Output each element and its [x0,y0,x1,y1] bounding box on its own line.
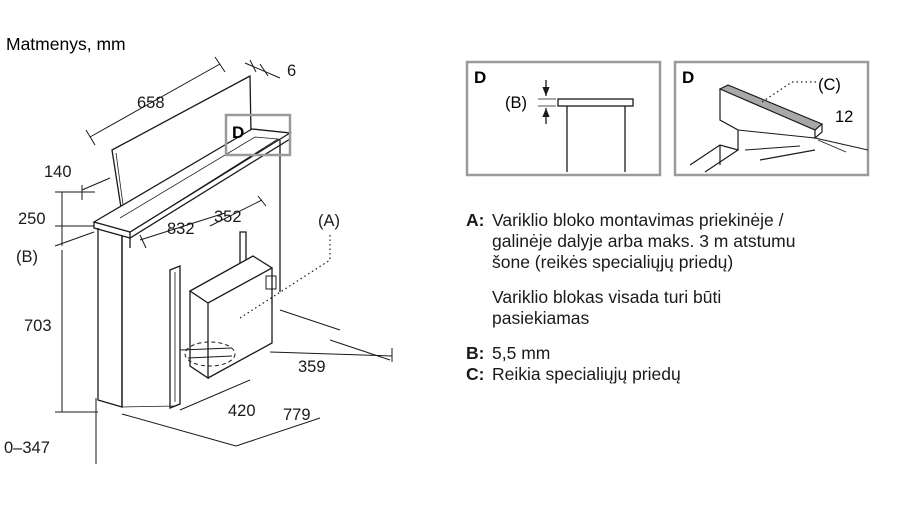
detail-d-right: D (C) 12 [673,60,870,177]
legend-c-text: Reikia specialiųjų priedų [492,364,681,384]
detail-right-d: D [682,68,694,87]
legend-c-key: C: [466,364,485,384]
dim-420: 420 [228,402,256,420]
cabinet-body [97,228,123,408]
legend-a-text: Variklio bloko montavimas priekinėje / g… [492,210,796,272]
legend-b-text: 5,5 mm [492,343,551,363]
dim-658: 658 [137,94,165,112]
dimension-texts: 6 658 140 250 832 352 703 359 420 779 0–… [4,62,340,457]
dim-779: 779 [283,406,311,424]
legend-a-note: Variklio blokas visada turi būti pasieki… [492,287,722,328]
dim-250: 250 [18,210,46,228]
legend-c: C: Reikia specialiųjų priedų [466,364,886,385]
dim-352: 352 [214,208,242,226]
hood-drawing [92,74,292,409]
detail-label-c: (C) [818,76,841,94]
dim-6: 6 [287,62,296,80]
detail-left-d: D [474,68,486,87]
legend-a: A: Variklio bloko montavimas priekinėje … [466,210,886,273]
legend-b: B: 5,5 mm [466,343,886,364]
legend-a-note-row: Variklio blokas visada turi būti pasieki… [466,287,886,329]
legend-a-key: A: [466,210,485,230]
dim-359: 359 [298,358,326,376]
detail-label-b: (B) [505,94,527,112]
dim-0-347: 0–347 [4,439,50,457]
motor-unit [179,255,277,380]
diagram-title: Matmenys, mm [6,34,126,54]
detail-d-label: D [232,123,244,142]
label-b: (B) [16,248,38,266]
dim-140: 140 [44,163,72,181]
dim-12: 12 [835,108,853,126]
detail-d-left: D (B) [465,60,662,177]
legend-b-key: B: [466,343,485,363]
dim-703: 703 [24,317,52,335]
dim-832: 832 [167,220,195,238]
label-a: (A) [318,212,340,230]
dimension-lines [54,56,393,464]
legend: A: Variklio bloko montavimas priekinėje … [466,210,886,385]
detail-d-frame [224,113,292,157]
